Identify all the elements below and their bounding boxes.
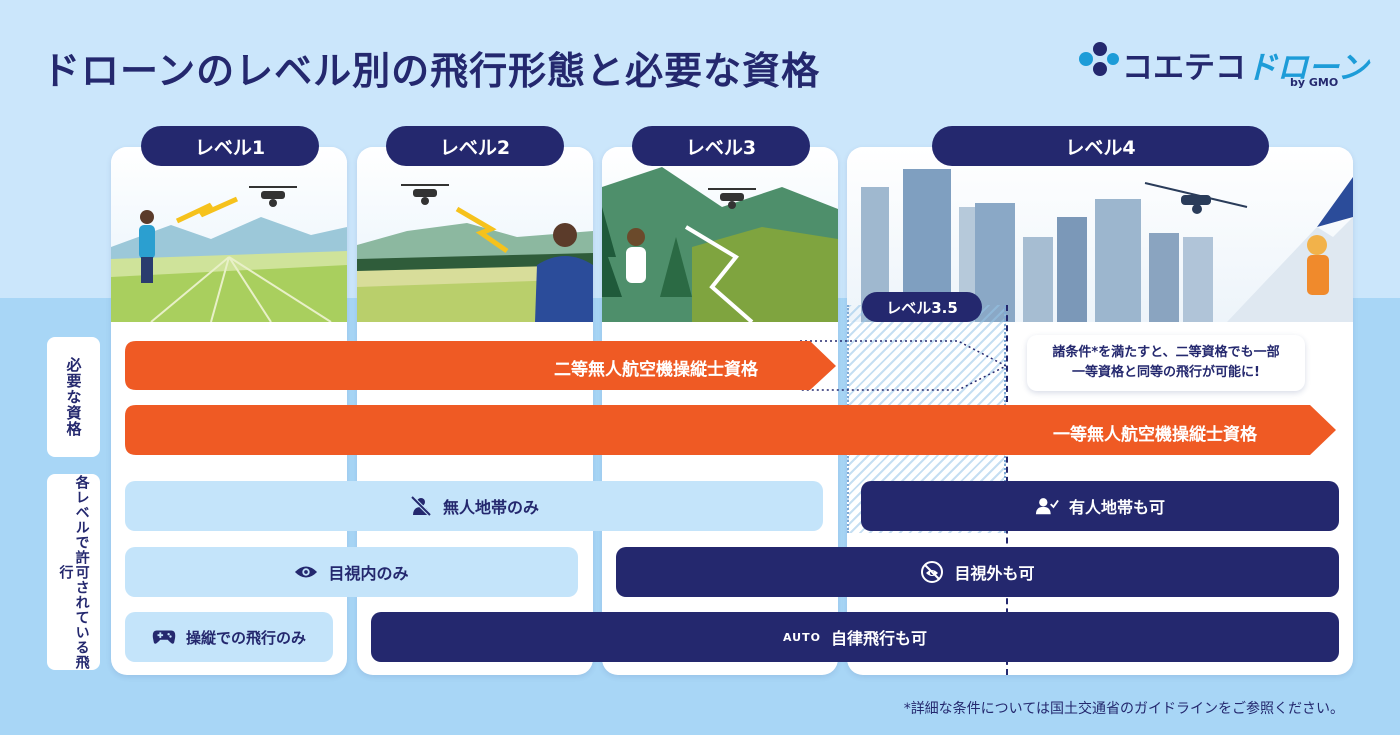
permitted-flight-side-label: 各レベルで許可されている飛行 bbox=[47, 474, 100, 670]
manual-only-label: 操縦での飛行のみ bbox=[185, 628, 306, 647]
unmanned-only-pill: 無人地帯のみ bbox=[125, 481, 823, 531]
autonomous-ok-label: 自律飛行も可 bbox=[830, 629, 927, 648]
beyond-visual-ok-label: 目視外も可 bbox=[954, 564, 1035, 583]
level2-scene-illustration bbox=[357, 147, 593, 322]
level4-pill: レベル4 bbox=[932, 126, 1269, 166]
level35-note-bubble: 諸条件*を満たすと、二等資格でも一部 一等資格と同等の飛行が可能に! bbox=[1027, 335, 1305, 391]
manual-only-pill: 操縦での飛行のみ bbox=[125, 612, 333, 662]
qualification-side-label: 必要な資格 bbox=[47, 337, 100, 457]
second-class-label: 二等無人航空機操縦士資格 bbox=[554, 360, 758, 380]
visual-only-pill: 目視内のみ bbox=[125, 547, 578, 597]
level4-scene-illustration bbox=[847, 147, 1353, 322]
visual-only-label: 目視内のみ bbox=[328, 564, 409, 583]
level1-pill: レベル1 bbox=[141, 126, 319, 166]
level2-pill: レベル2 bbox=[386, 126, 564, 166]
logo-by: by GMO bbox=[1290, 76, 1339, 89]
no-person-icon bbox=[409, 495, 433, 517]
permitted-flight-side-label-text: 各レベルで許可されている飛行 bbox=[57, 474, 90, 670]
auto-icon: AUTO bbox=[783, 630, 821, 644]
first-class-label: 一等無人航空機操縦士資格 bbox=[1053, 425, 1257, 445]
logo-mark-icon bbox=[1079, 42, 1119, 76]
manned-ok-label: 有人地帯も可 bbox=[1068, 498, 1165, 517]
level3-scene-illustration bbox=[602, 147, 838, 322]
level35-note-line1: 諸条件*を満たすと、二等資格でも一部 bbox=[1052, 344, 1280, 360]
drone-icon bbox=[401, 184, 449, 205]
logo-name-part2: ドローン bbox=[1246, 50, 1369, 86]
logo-name-part1: コエテコ bbox=[1122, 50, 1246, 86]
eye-off-icon bbox=[920, 561, 944, 583]
person-check-icon bbox=[1035, 495, 1059, 517]
second-class-extension bbox=[800, 340, 1008, 391]
gamepad-icon bbox=[152, 626, 176, 648]
second-class-arrow bbox=[125, 341, 836, 390]
drone-icon bbox=[249, 186, 297, 207]
level35-note-line2: 一等資格と同等の飛行が可能に! bbox=[1072, 365, 1260, 380]
autonomous-ok-pill: AUTO 自律飛行も可 bbox=[371, 612, 1339, 662]
manned-ok-pill: 有人地帯も可 bbox=[861, 481, 1339, 531]
beyond-visual-ok-pill: 目視外も可 bbox=[616, 547, 1339, 597]
eye-icon bbox=[294, 561, 318, 583]
qualification-side-label-text: 必要な資格 bbox=[64, 357, 83, 437]
page-title: ドローンのレベル別の飛行形態と必要な資格 bbox=[42, 49, 821, 93]
drone-icon bbox=[708, 188, 756, 209]
first-class-arrow bbox=[125, 405, 1336, 455]
logo-wordmark: コエテコドローン bbox=[1122, 42, 1368, 87]
level3-pill: レベル3 bbox=[632, 126, 810, 166]
footnote: *詳細な条件については国土交通省のガイドラインをご参照ください。 bbox=[903, 701, 1344, 717]
drone-icon bbox=[1144, 182, 1248, 214]
level1-scene-illustration bbox=[111, 147, 347, 322]
level35-pill: レベル3.5 bbox=[862, 292, 982, 322]
unmanned-only-label: 無人地帯のみ bbox=[442, 498, 539, 517]
